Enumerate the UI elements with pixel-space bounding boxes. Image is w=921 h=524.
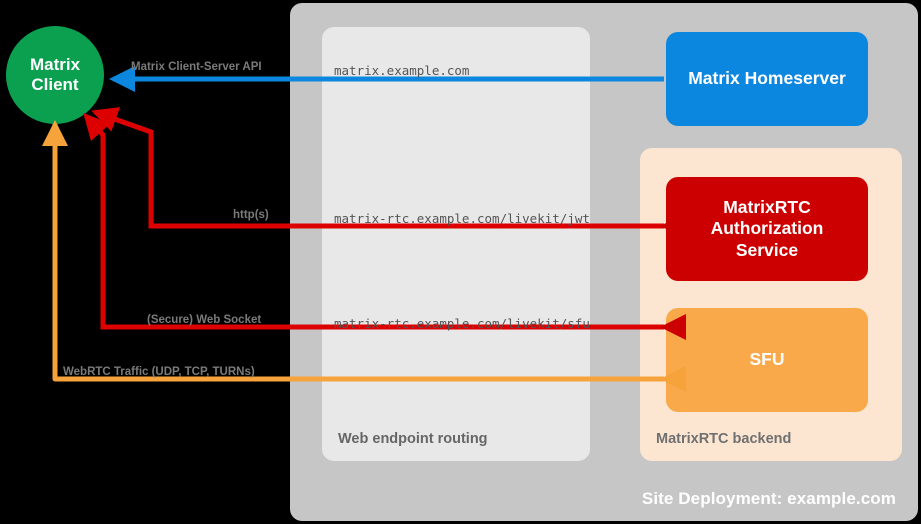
auth-label-line3: Service [735,239,799,260]
sfu-label: SFU [749,349,785,370]
endpoint-livekit-jwt: matrix-rtc.example.com/livekit/jwt [334,211,590,226]
web-endpoint-routing-label: Web endpoint routing [338,431,488,447]
node-matrixrtc-authorization-service[interactable]: MatrixRTC Authorization Service [666,177,868,281]
web-endpoint-routing-panel: Web endpoint routing [322,27,590,461]
auth-label-line1: MatrixRTC [723,196,811,217]
matrix-client-label-line2: Client [31,75,79,94]
auth-label-line2: Authorization [710,218,824,239]
endpoint-matrix-example-com: matrix.example.com [334,63,470,78]
label-matrix-client-server-api: Matrix Client-Server API [131,61,262,73]
label-https: http(s) [233,209,269,221]
label-secure-web-socket: (Secure) Web Socket [147,314,262,326]
node-matrix-homeserver[interactable]: Matrix Homeserver [666,32,868,126]
endpoint-livekit-sfu: matrix-rtc.example.com/livekit/sfu [334,316,590,331]
matrix-client-label-line1: Matrix [29,54,81,74]
matrixrtc-auth-service-label: MatrixRTC Authorization Service [711,197,824,261]
node-matrix-client[interactable]: Matrix Client [6,26,104,124]
matrixrtc-backend-label: MatrixRTC backend [656,431,792,447]
label-webrtc-traffic: WebRTC Traffic (UDP, TCP, TURNs) [63,366,255,378]
matrix-homeserver-label: Matrix Homeserver [688,68,846,89]
site-deployment-label: Site Deployment: example.com [641,489,896,508]
node-sfu[interactable]: SFU [666,308,868,412]
